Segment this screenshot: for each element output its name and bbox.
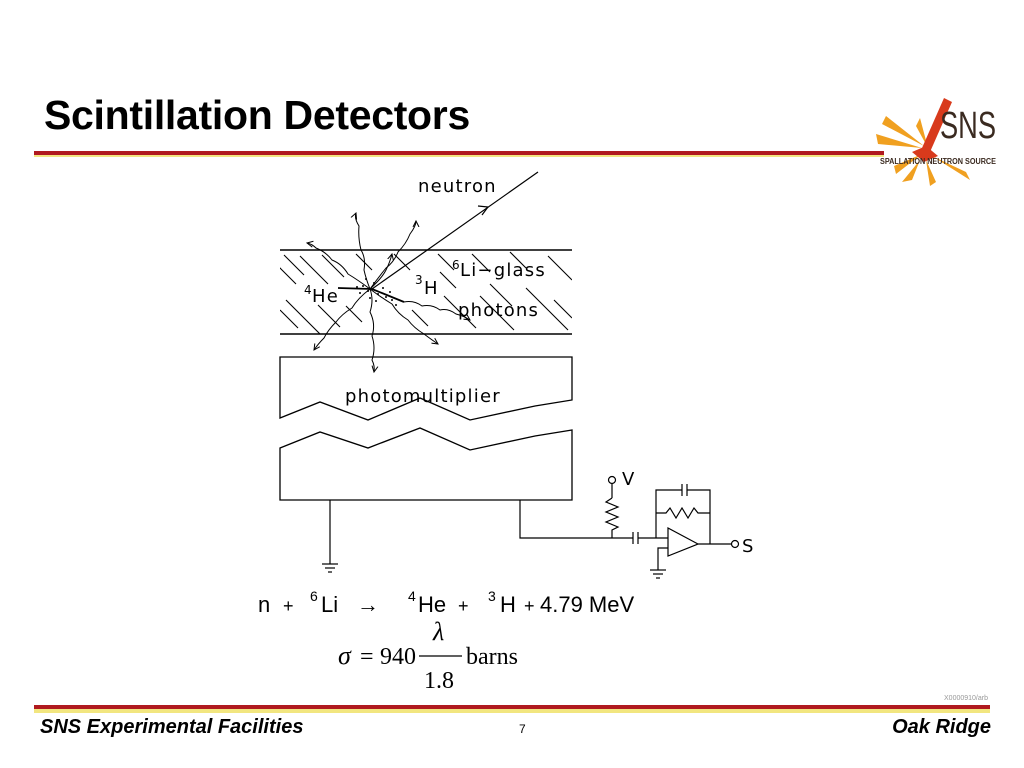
neutron-label: neutron bbox=[418, 176, 497, 197]
he-track bbox=[337, 287, 373, 290]
logo-text: SNS bbox=[940, 105, 996, 147]
header-rule-red bbox=[34, 151, 884, 155]
eq-lambda: λ bbox=[432, 617, 444, 646]
voltage-terminal bbox=[607, 475, 617, 485]
photons-label: photons bbox=[458, 300, 539, 321]
photomultiplier-label: photomultiplier bbox=[345, 386, 501, 407]
header-rule-gold bbox=[34, 155, 884, 157]
glass-hatching bbox=[280, 251, 572, 334]
eq-li-mass: 6 bbox=[310, 588, 318, 604]
page-number: 7 bbox=[519, 722, 526, 736]
glass-mass: 6 bbox=[452, 258, 460, 272]
eq-h: H bbox=[500, 592, 516, 617]
footer-right: Oak Ridge bbox=[892, 716, 991, 738]
reaction-equation: n + 6 Li → 4 He + 3 H + 4.79 MeV bbox=[258, 588, 634, 617]
slide-title: Scintillation Detectors bbox=[44, 92, 470, 138]
photomultiplier-tube bbox=[279, 356, 573, 501]
eq-he-mass: 4 bbox=[408, 588, 416, 604]
eq-plus-2: + bbox=[458, 596, 469, 616]
h-label: H bbox=[424, 278, 439, 299]
slide-code: X0000910/arb bbox=[944, 695, 988, 702]
eq-plus-1: + bbox=[283, 596, 294, 616]
signal-terminal bbox=[730, 539, 740, 549]
eq-n: n bbox=[258, 592, 270, 617]
eq-coefficient: 940 bbox=[380, 644, 416, 670]
voltage-label: V bbox=[622, 469, 636, 490]
eq-h-mass: 3 bbox=[488, 588, 496, 604]
cross-section-formula: σ = 940 λ 1.8 barns bbox=[338, 617, 518, 694]
eq-energy: 4.79 MeV bbox=[540, 592, 634, 617]
sns-logo: SNS SPALLATION NEUTRON SOURCE bbox=[876, 98, 997, 186]
sunburst-icon bbox=[876, 98, 970, 186]
h-mass: 3 bbox=[415, 273, 423, 287]
he-mass: 4 bbox=[304, 283, 312, 297]
readout-circuit bbox=[519, 484, 732, 579]
eq-li: Li bbox=[321, 592, 338, 617]
ground-icon bbox=[322, 500, 338, 573]
eq-equals: = bbox=[360, 644, 374, 670]
logo-subtitle: SPALLATION NEUTRON SOURCE bbox=[880, 157, 997, 166]
eq-unit: barns bbox=[466, 644, 518, 670]
glass-label: Li−glass bbox=[460, 260, 546, 281]
footer-rule-red bbox=[34, 705, 990, 709]
eq-he: He bbox=[418, 592, 446, 617]
signal-label: S bbox=[742, 536, 755, 557]
he-label: He bbox=[312, 286, 339, 307]
li-glass-slab bbox=[280, 249, 572, 335]
eq-arrow: → bbox=[357, 592, 379, 617]
eq-denominator: 1.8 bbox=[424, 668, 454, 694]
eq-sigma: σ bbox=[338, 641, 352, 670]
eq-plus-3: + bbox=[524, 596, 535, 616]
h-track bbox=[371, 288, 405, 303]
photon-rays bbox=[307, 213, 470, 372]
footer-rule-gold bbox=[34, 709, 990, 713]
footer-left: SNS Experimental Facilities bbox=[40, 716, 304, 738]
neutron-track bbox=[371, 171, 539, 290]
